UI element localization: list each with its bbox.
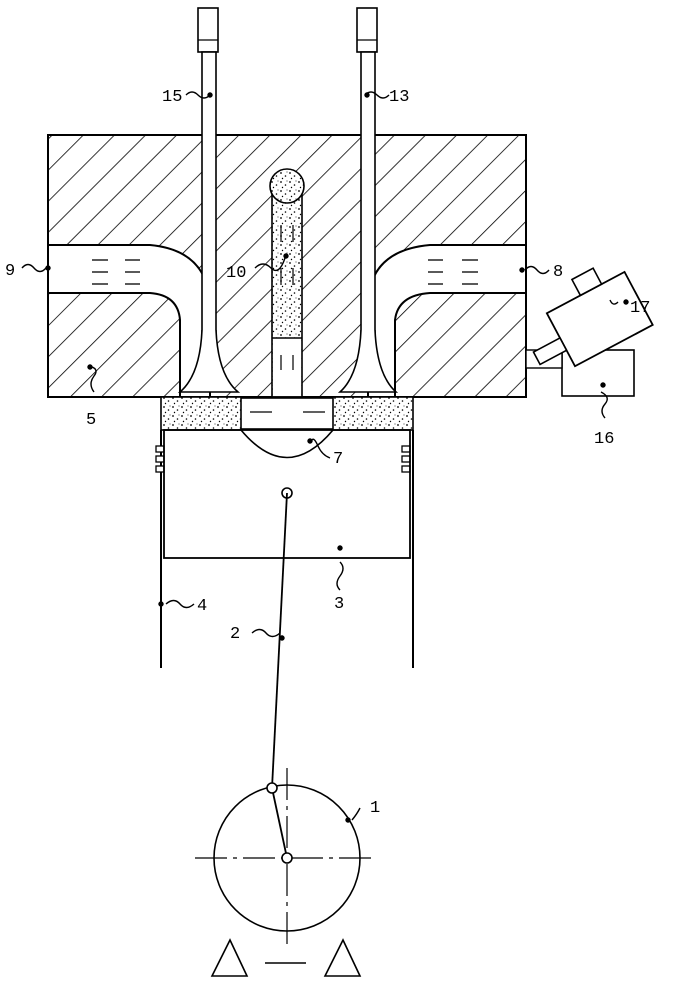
label-3: 3 [334,595,344,614]
label-9: 9 [5,262,15,281]
injector [532,267,654,368]
central-channel [269,168,305,398]
intake-valve [337,7,399,393]
label-4: 4 [197,597,207,616]
intake-flow-arrows [428,259,478,285]
label-10: 10 [226,264,246,283]
label-16: 16 [594,430,614,449]
leader-lines [21,91,629,823]
combustion-chamber [160,396,414,459]
supports [210,938,362,977]
label-17: 17 [630,299,650,318]
label-1: 1 [370,799,380,818]
cylinder-wall [155,430,414,668]
label-2: 2 [230,625,240,644]
crank [195,768,377,945]
label-7: 7 [333,450,343,469]
label-8: 8 [553,263,563,282]
label-15: 15 [162,88,182,107]
exhaust-valve [177,7,241,393]
label-13: 13 [389,88,409,107]
exhaust-flow-arrows [92,259,140,285]
connecting-rod [271,492,288,789]
label-5: 5 [86,411,96,430]
